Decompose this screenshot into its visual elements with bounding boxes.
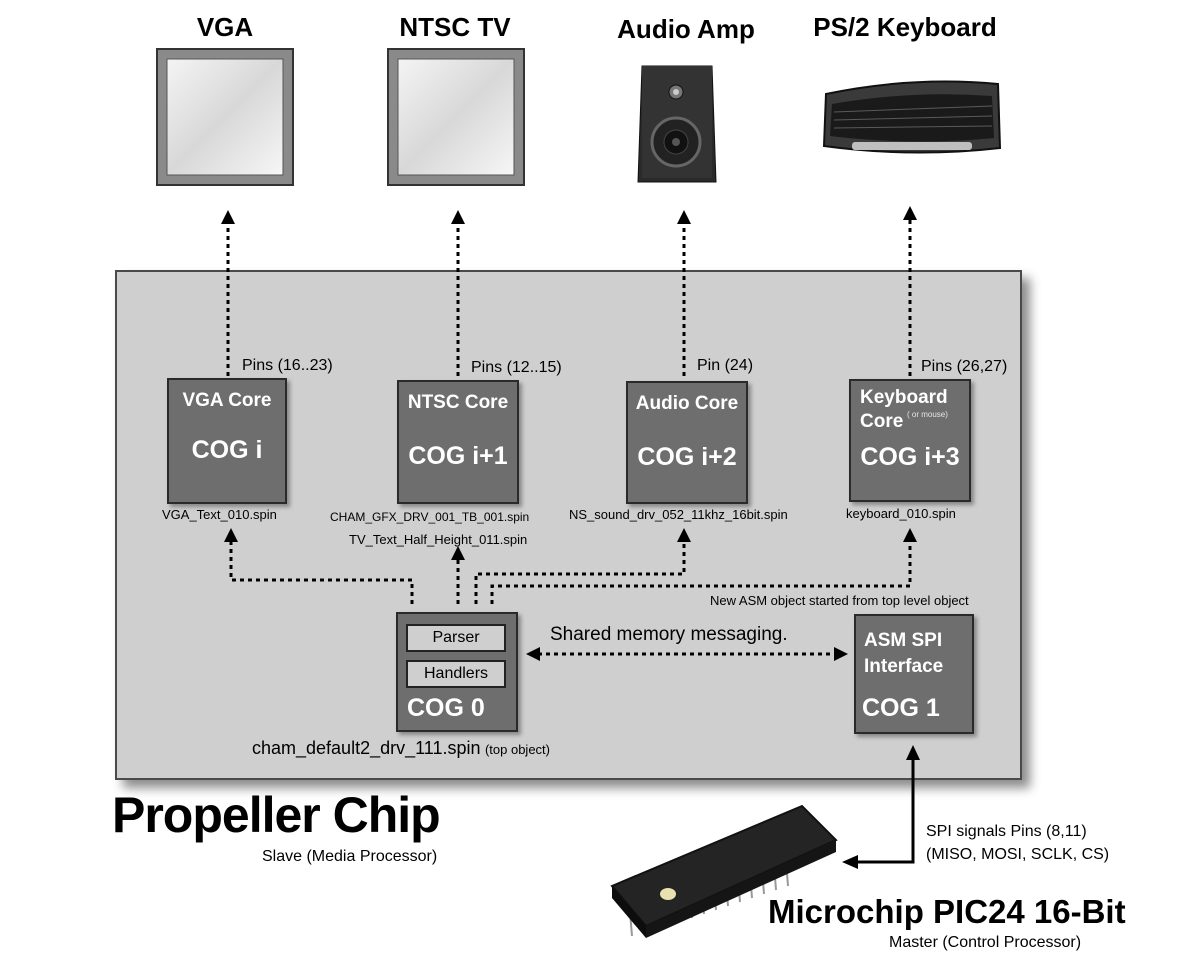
top-object-file: cham_default2_drv_111.spin	[252, 738, 481, 758]
vga-title: VGA	[196, 12, 254, 42]
ntsc-title: NTSC TV	[399, 12, 511, 42]
audio-pins-label: Pin (24)	[697, 357, 754, 374]
mouse-note: ( or mouse)	[907, 410, 948, 419]
ntsc-file-label: CHAM_GFX_DRV_001_TB_001.spin	[330, 510, 530, 524]
propeller-subtitle: Slave (Media Processor)	[262, 848, 438, 865]
vga-cog-label: COG i	[191, 436, 263, 464]
ntsc-cog-label: COG i+1	[408, 442, 508, 470]
vga-pins-label: Pins (16..23)	[242, 357, 333, 374]
cog0-box: Parser Handlers COG 0	[396, 612, 518, 732]
audio-core-box: Audio Core COG i+2	[626, 381, 748, 504]
keyboard-title: PS/2 Keyboard	[813, 12, 997, 42]
keyboard-core-label: Keyboard	[860, 387, 948, 408]
keyboard-core-box: Keyboard Core ( or mouse) COG i+3	[849, 379, 971, 502]
keyboard-cog-label: COG i+3	[860, 443, 960, 471]
vga-file-label: VGA_Text_010.spin	[162, 507, 277, 522]
vga-core-box: VGA Core COG i	[167, 378, 287, 504]
audio-amp-title: Audio Amp	[617, 14, 755, 44]
pic-subtitle: Master (Control Processor)	[889, 934, 1082, 951]
keyboard-file-label: keyboard_010.spin	[846, 506, 956, 521]
keyboard-pins-label: Pins (26,27)	[921, 358, 1008, 375]
spi-signals-label: SPI signals Pins (8,11)	[926, 823, 1087, 840]
audio-core-label: Audio Core	[635, 393, 739, 414]
top-object-file-label: cham_default2_drv_111.spin (top object)	[252, 738, 550, 759]
keyboard-icon	[822, 80, 1002, 154]
spi-signals-list: (MISO, MOSI, SCLK, CS)	[926, 846, 1110, 863]
ntsc-tv-icon	[387, 48, 525, 186]
asm-spi-label-2: Interface	[864, 656, 944, 677]
audio-cog-label: COG i+2	[637, 443, 737, 471]
top-object-note: (top object)	[484, 742, 550, 757]
ntsc-pins-label: Pins (12..15)	[471, 359, 562, 376]
cog1-label: COG 1	[862, 694, 940, 722]
asm-object-note: New ASM object started from top level ob…	[710, 593, 969, 608]
keyboard-core-label-2: Core	[860, 411, 904, 432]
cog0-label: COG 0	[407, 694, 485, 722]
ntsc-file2-label: TV_Text_Half_Height_011.spin	[349, 532, 528, 547]
shared-memory-label: Shared memory messaging.	[550, 624, 788, 645]
vga-core-label: VGA Core	[182, 390, 272, 411]
ntsc-core-label: NTSC Core	[407, 392, 509, 413]
handlers-box: Handlers	[406, 660, 506, 688]
propeller-title: Propeller Chip	[112, 787, 441, 843]
asm-spi-label: ASM SPI	[864, 630, 943, 651]
pic-chip-icon	[610, 804, 838, 938]
speaker-icon	[637, 65, 717, 183]
pic-title: Microchip PIC24 16-Bit	[768, 893, 1126, 930]
audio-file-label: NS_sound_drv_052_11khz_16bit.spin	[569, 507, 788, 522]
parser-box: Parser	[406, 624, 506, 652]
cog1-box: ASM SPI Interface COG 1	[854, 614, 974, 734]
ntsc-core-box: NTSC Core COG i+1	[397, 380, 519, 504]
vga-monitor-icon	[156, 48, 294, 186]
